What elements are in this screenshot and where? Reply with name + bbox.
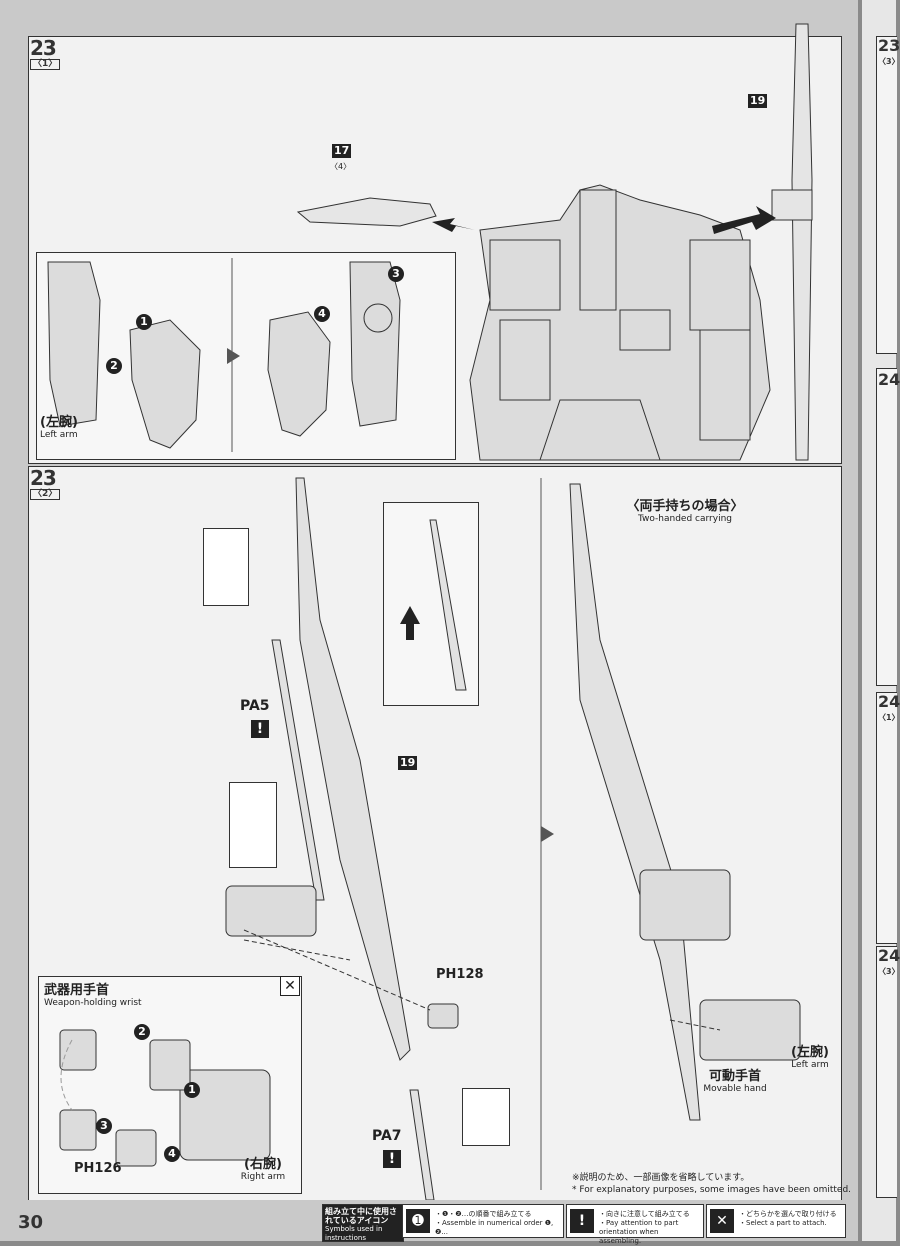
callout-wrist-1: 1: [184, 1082, 200, 1098]
adjacent-step-sub: 〈1〉: [878, 713, 900, 722]
callout-wrist-4: 4: [164, 1146, 180, 1162]
legend-header: 組み立て中に使用されているアイコン Symbols used in instru…: [322, 1204, 404, 1242]
legend-orientation: ! ・向きに注意して組み立てる・Pay attention to part or…: [566, 1204, 704, 1245]
part-19-tag: 19: [748, 94, 768, 108]
adjacent-panel: [876, 946, 897, 1198]
orientation-icon: !: [570, 1209, 594, 1233]
page-number: 30: [18, 1212, 44, 1233]
adjacent-step-sub: 〈3〉: [878, 967, 900, 976]
pa5-label: PA5: [240, 698, 270, 714]
pa7-label: PA7: [372, 1128, 402, 1144]
orientation-icon: !: [251, 720, 269, 738]
adjacent-step-number: 24: [878, 692, 900, 711]
step-23-2-number: 23 〈2〉: [30, 466, 61, 500]
callout-3: 3: [388, 266, 404, 282]
omission-note: ※説明のため、一部画像を省略しています。 * For explanatory p…: [572, 1173, 852, 1195]
step-sub: 〈1〉: [30, 59, 61, 70]
callout-4: 4: [314, 306, 330, 322]
detail-inset-1: [203, 528, 249, 606]
detail-inset-3: [462, 1088, 510, 1146]
adjacent-step-number: 24: [878, 370, 900, 389]
step-number: 23: [30, 36, 57, 60]
part-17-sub: 〈4〉: [330, 162, 352, 171]
weapon-wrist-label: 武器用手首 Weapon-holding wrist: [44, 983, 142, 1008]
left-arm-label-2: (左腕) Left arm: [791, 1045, 829, 1070]
right-arm-label: (右腕) Right arm: [240, 1157, 286, 1182]
ph1-28-label: PH128: [436, 967, 484, 982]
step-23-1-number: 23 〈1〉: [30, 36, 61, 70]
numerical-order-icon: ➊: [406, 1209, 430, 1233]
adjacent-step-sub: 〈3〉: [878, 57, 900, 66]
left-arm-label: (左腕) Left arm: [40, 415, 78, 440]
callout-wrist-3: 3: [96, 1118, 112, 1134]
legend-numerical: ➊ ・❶・❷…の順番で組み立てる・Assemble in numerical o…: [402, 1204, 564, 1238]
select-icon: ✕: [710, 1209, 734, 1233]
orientation-icon: !: [383, 1150, 401, 1168]
detail-inset-2: [229, 782, 277, 868]
two-handed-title: 〈両手持ちの場合〉 Two-handed carrying: [626, 499, 744, 524]
adjacent-panel: [876, 368, 897, 686]
ph1-26-label: PH126: [74, 1161, 122, 1176]
movable-hand-label: 可動手首 Movable hand: [703, 1069, 767, 1094]
part-17-tag: 17: [332, 144, 352, 158]
callout-2: 2: [106, 358, 122, 374]
adjacent-panel: [876, 692, 897, 944]
select-icon: ✕: [280, 976, 300, 996]
step-sub: 〈2〉: [30, 489, 61, 500]
part-19-tag-2: 19: [398, 756, 418, 770]
adjacent-panel: [876, 36, 897, 354]
legend-select: ✕ ・どちらかを選んで取り付ける・Select a part to attach…: [706, 1204, 846, 1238]
adjacent-step-number: 23: [878, 36, 900, 55]
adjacent-step-number: 24: [878, 946, 900, 965]
callout-wrist-2: 2: [134, 1024, 150, 1040]
callout-1: 1: [136, 314, 152, 330]
step-number: 23: [30, 466, 57, 490]
